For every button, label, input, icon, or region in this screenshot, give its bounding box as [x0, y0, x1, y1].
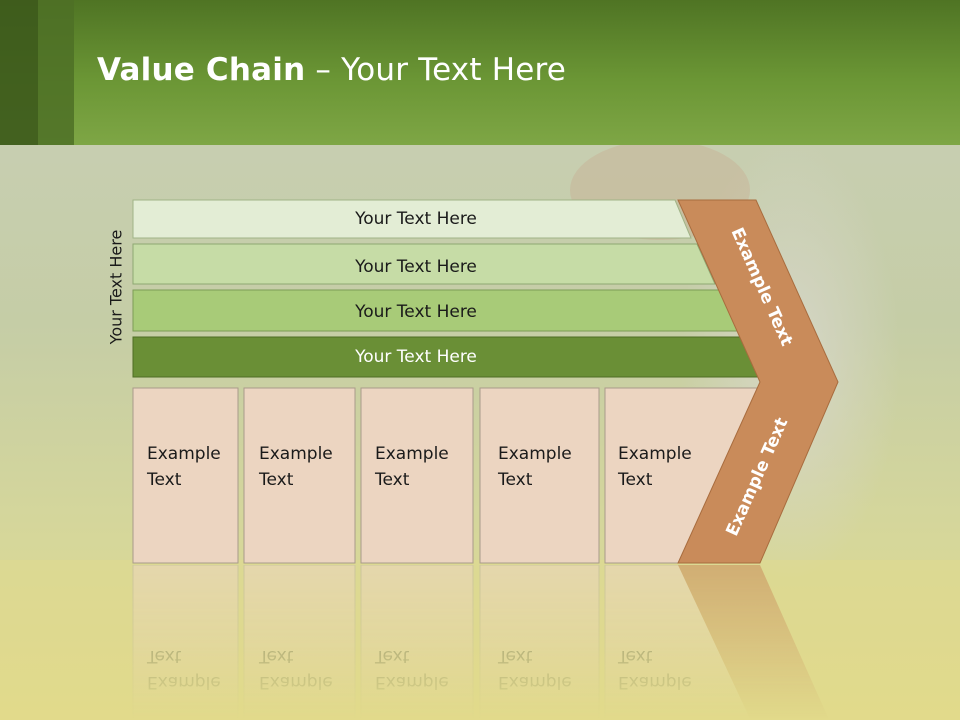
box-5-line1: Example	[618, 444, 692, 464]
svg-text:Example: Example	[147, 672, 221, 692]
header-accent-band	[0, 0, 38, 145]
box-3-line2: Text	[374, 470, 410, 490]
svg-text:Text: Text	[258, 646, 294, 666]
header-accent-band	[38, 0, 74, 145]
page-title: Value Chain – Your Text Here	[97, 52, 566, 88]
box-1-line2: Text	[146, 470, 182, 490]
svg-text:Example: Example	[375, 672, 449, 692]
bar-2-label: Your Text Here	[354, 257, 477, 277]
bars-group: Your Text Here Your Text Here Your Text …	[132, 199, 763, 378]
boxes-group: Example Text Example Text Example Text E…	[132, 387, 761, 564]
svg-text:Text: Text	[374, 646, 410, 666]
box-4-line2: Text	[497, 470, 533, 490]
title-bold: Value Chain	[97, 52, 306, 88]
bar-3-label: Your Text Here	[354, 302, 477, 322]
box-3-line1: Example	[375, 444, 449, 464]
bar-1-label: Your Text Here	[354, 209, 477, 229]
svg-text:Example: Example	[498, 672, 572, 692]
svg-text:Text: Text	[146, 646, 182, 666]
box-2-line1: Example	[259, 444, 333, 464]
box-1	[132, 387, 239, 564]
box-2-line2: Text	[258, 470, 294, 490]
box-5-line2: Text	[617, 470, 653, 490]
bar-4-label: Your Text Here	[354, 347, 477, 367]
svg-text:Text: Text	[497, 646, 533, 666]
title-rest: – Your Text Here	[305, 52, 567, 88]
header-bar: Value Chain – Your Text Here	[0, 0, 960, 145]
chevron-shape	[677, 199, 839, 564]
box-1-line1: Example	[147, 444, 221, 464]
svg-text:Example: Example	[618, 672, 692, 692]
svg-text:Example: Example	[259, 672, 333, 692]
bar-2	[132, 243, 716, 285]
reflection: Text Example Text Example Text Example T…	[132, 564, 830, 720]
box-2	[243, 387, 356, 564]
box-4-line1: Example	[498, 444, 572, 464]
box-3	[360, 387, 474, 564]
bar-1	[132, 199, 692, 239]
box-4	[479, 387, 600, 564]
svg-text:Text: Text	[617, 646, 653, 666]
